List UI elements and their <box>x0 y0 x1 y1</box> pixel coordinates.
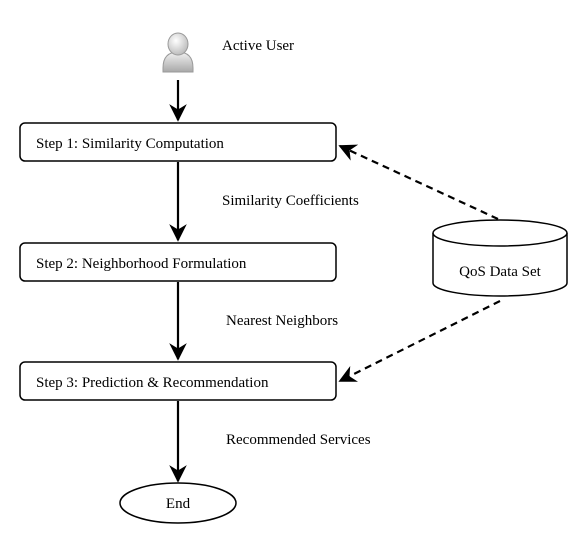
step2-box <box>19 242 337 282</box>
database-cylinder <box>432 219 568 297</box>
step2-label: Step 2: Neighborhood Formulation <box>36 256 247 272</box>
dashed-arrow-dataset-to-step3 <box>338 300 501 382</box>
dashed-arrow-dataset-to-step1 <box>338 144 499 220</box>
end-label: End <box>166 496 191 512</box>
end-node <box>119 482 237 524</box>
user-icon <box>162 32 194 73</box>
recommended-services-label: Recommended Services <box>226 432 371 448</box>
qos-data-set-label: QoS Data Set <box>459 264 541 280</box>
active-user-label: Active User <box>222 38 294 54</box>
nearest-neighbors-label: Nearest Neighbors <box>226 313 338 329</box>
similarity-coefficients-label: Similarity Coefficients <box>222 193 359 209</box>
step1-label: Step 1: Similarity Computation <box>36 136 224 152</box>
step1-box <box>19 122 337 162</box>
step3-label: Step 3: Prediction & Recommendation <box>36 375 269 391</box>
step3-box <box>19 361 337 401</box>
